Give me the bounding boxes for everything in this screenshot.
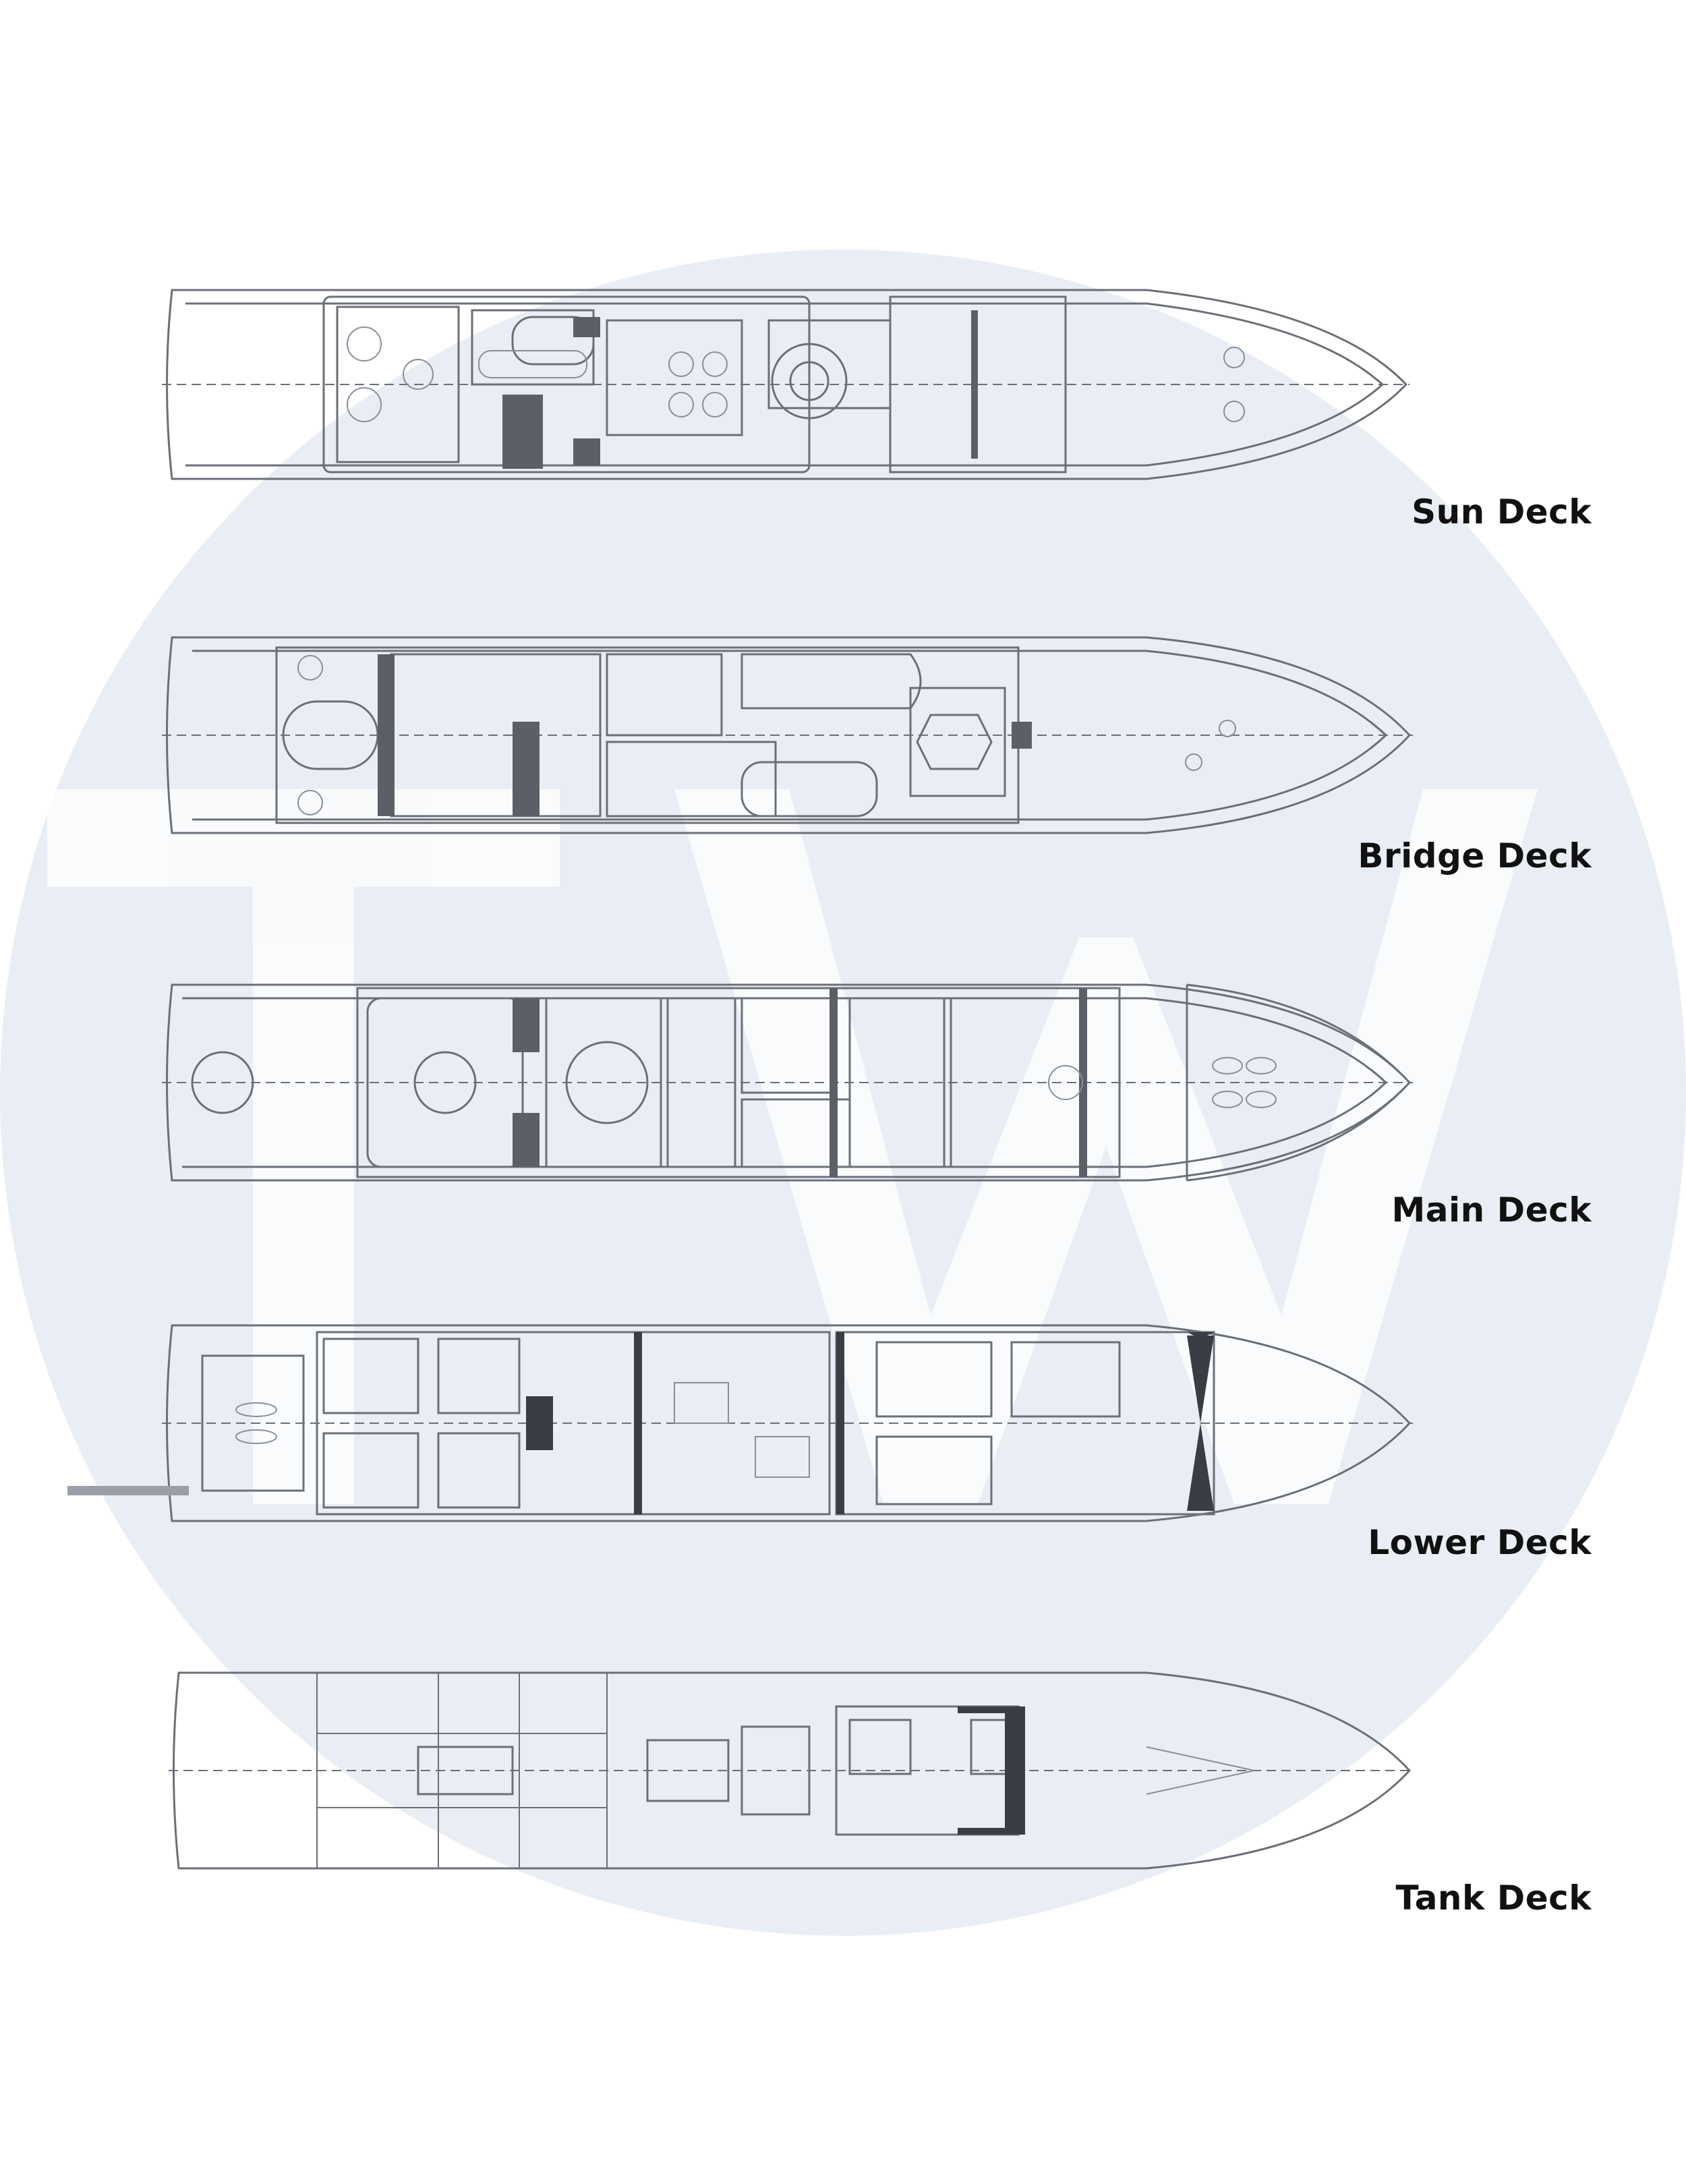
sun-deck-plan [162,289,1409,480]
main-deck-plan [162,983,1413,1182]
lower-deck-plan [67,1324,1413,1522]
deck-main: Main Deck [0,971,1686,1261]
deck-label-lower: Lower Deck [1368,1523,1592,1562]
deck-tank: Tank Deck [0,1659,1686,1943]
deck-label-sun: Sun Deck [1412,492,1592,531]
bridge-deck-plan [162,636,1413,834]
deck-label-main: Main Deck [1391,1190,1592,1230]
deck-bridge: Bridge Deck [0,627,1686,911]
deck-sun: Sun Deck [0,270,1686,553]
deck-label-tank: Tank Deck [1395,1878,1592,1918]
tank-deck-plan [169,1671,1413,1870]
deck-label-bridge: Bridge Deck [1358,836,1592,875]
deck-lower: Lower Deck [0,1315,1686,1599]
